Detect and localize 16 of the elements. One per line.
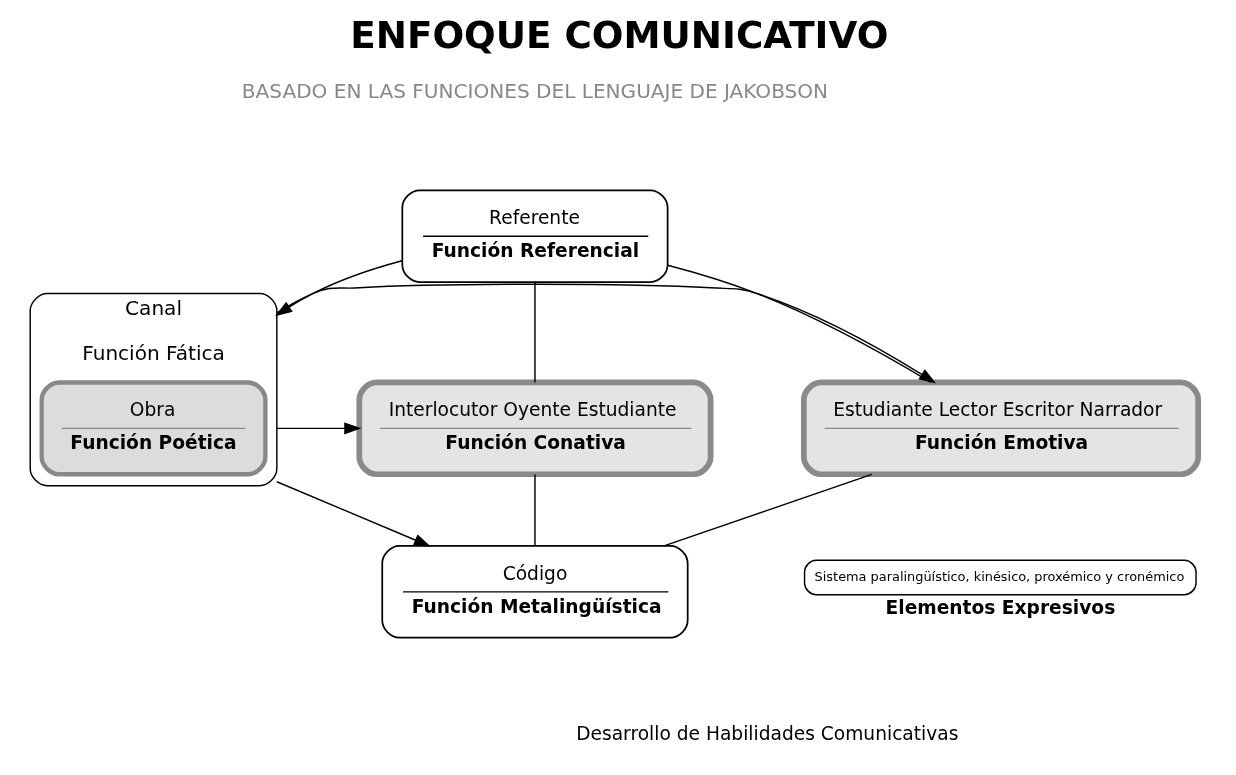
node-box: Código Función Metalingüística xyxy=(380,545,689,639)
label: Desarrollo de Habilidades Comunicativas xyxy=(575,723,958,745)
node-box: Referente Función Referencial xyxy=(400,189,668,283)
node-box: Obra Función Poética xyxy=(39,380,268,477)
connector xyxy=(662,473,873,547)
node-label: Elementos Expresivos xyxy=(885,596,1115,618)
label: BASADO EN LAS FUNCIONES DEL LENGUAJE DE JAKOBSON xyxy=(241,79,828,104)
connector xyxy=(533,473,536,547)
diagram-title: ENFOQUE COMUNICATIVO xyxy=(349,13,888,58)
arrow xyxy=(275,481,431,547)
arrow xyxy=(275,422,361,435)
node-box: Interlocutor Oyente Estudiante Función Conativa xyxy=(355,379,713,478)
connector xyxy=(666,264,932,383)
connector xyxy=(533,281,536,384)
arrow xyxy=(274,259,403,317)
node-box: Estudiante Lector Escritor Narrador Función Emotiva xyxy=(800,379,1201,478)
